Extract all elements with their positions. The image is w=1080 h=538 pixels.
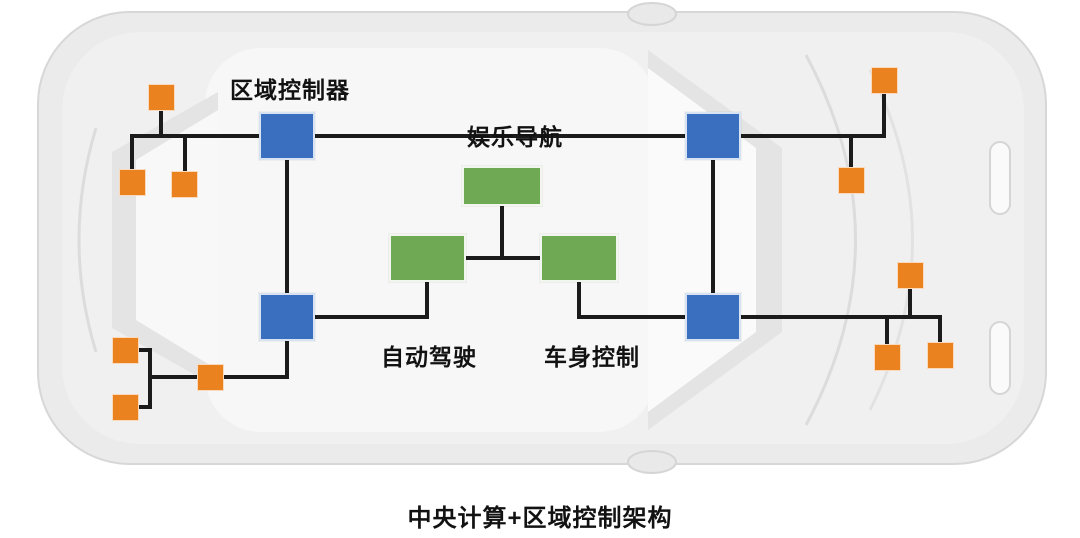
side-mirror-top — [627, 2, 677, 26]
compute-autonomous-driving — [389, 234, 466, 282]
sensor-node-1 — [148, 84, 175, 111]
zonal-controller-bottom-right — [685, 293, 741, 341]
zonal-controller-top-right — [685, 112, 741, 160]
sensor-node-3 — [171, 171, 198, 198]
label-autonomous-driving: 自动驾驶 — [381, 344, 477, 370]
sensor-node-2 — [119, 169, 146, 196]
sensor-node-4 — [112, 337, 139, 364]
headlight-bottom — [989, 321, 1011, 395]
diagram-caption: 中央计算+区域控制架构 — [407, 505, 673, 532]
zonal-controller-bottom-left — [259, 293, 315, 341]
sensor-node-7 — [871, 67, 898, 94]
sensor-node-11 — [927, 342, 954, 369]
label-body-control: 车身控制 — [544, 344, 640, 370]
compute-infotainment — [462, 166, 542, 206]
label-infotainment: 娱乐导航 — [467, 124, 563, 150]
sensor-node-9 — [897, 262, 924, 289]
hood-crease — [804, 54, 857, 426]
compute-body-control — [540, 234, 618, 282]
sensor-node-10 — [874, 344, 901, 371]
headlight-top — [989, 141, 1011, 215]
sensor-node-6 — [197, 364, 224, 391]
sensor-node-5 — [112, 394, 139, 421]
zonal-controller-top-left — [259, 112, 315, 160]
sensor-node-8 — [838, 167, 865, 194]
wiring-harness — [130, 92, 942, 409]
trunk-crease — [77, 127, 98, 353]
side-mirror-bottom — [627, 450, 677, 474]
label-zonal-controller: 区域控制器 — [230, 77, 350, 103]
